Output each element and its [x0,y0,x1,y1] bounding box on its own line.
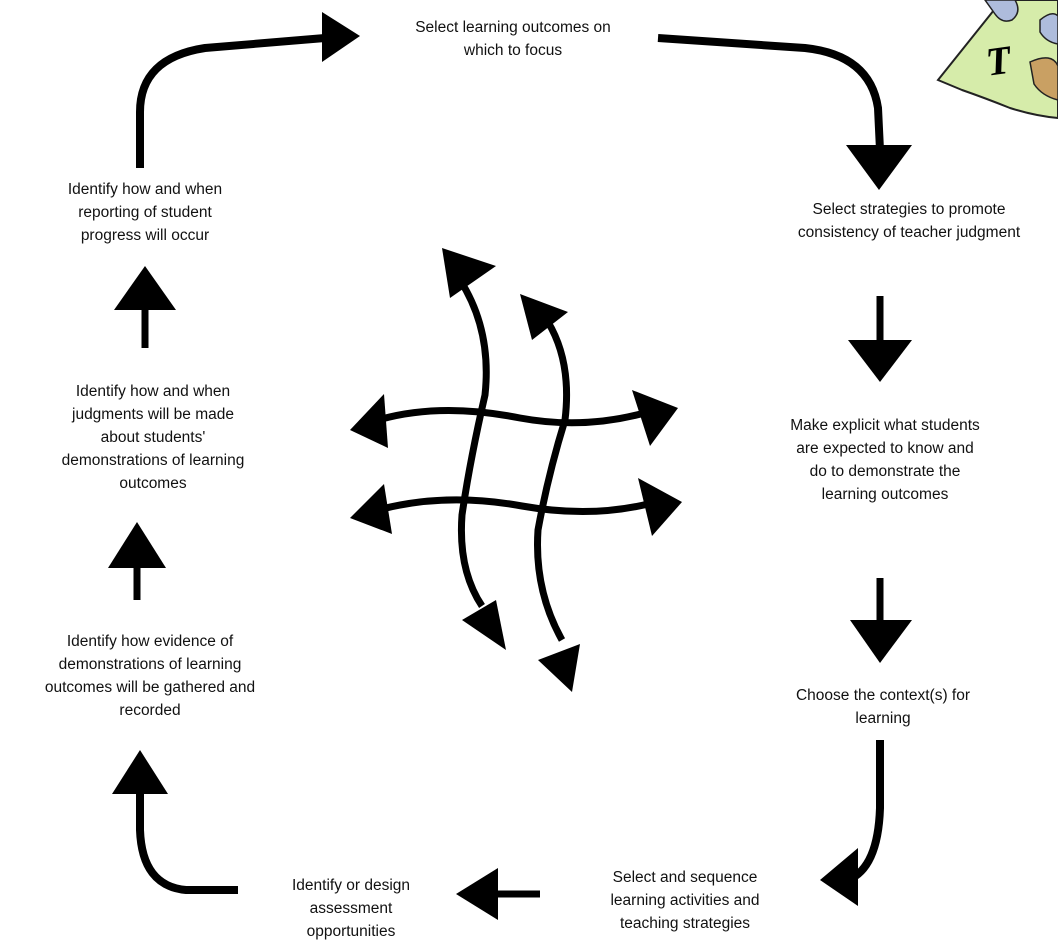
arrow-top-to-right [657,34,912,190]
step-identify-reporting: Identify how and when reporting of stude… [67,181,223,244]
step-identify-evidence-gathering: Identify how evidence of demonstrations … [44,633,256,719]
puzzle-logo-icon: T [936,0,1058,120]
step-make-explicit-expectations: Make explicit what students are expected… [790,417,980,503]
central-arrows-icon [350,248,682,692]
step-choose-contexts: Choose the context(s) for learning [795,687,971,727]
arrow-bottom-to-left [112,750,238,894]
step-identify-judgments: Identify how and when judgments will be … [61,383,245,492]
arrow-down-2 [850,578,912,663]
step-select-sequence-activities: Select and sequence learning activities … [610,869,760,932]
arrow-right-to-bottom [820,740,884,906]
step-select-learning-outcomes: Select learning outcomes on which to foc… [415,19,611,59]
arrow-up-1 [108,522,166,600]
step-select-consistency-strategies: Select strategies to promote consistency… [797,201,1021,241]
arrow-bottom-left [456,868,540,920]
arrow-left-to-top [136,12,360,168]
arrow-up-2 [114,266,176,348]
step-identify-design-assessment: Identify or design assessment opportunit… [291,877,411,940]
arrow-down-1 [848,296,912,382]
